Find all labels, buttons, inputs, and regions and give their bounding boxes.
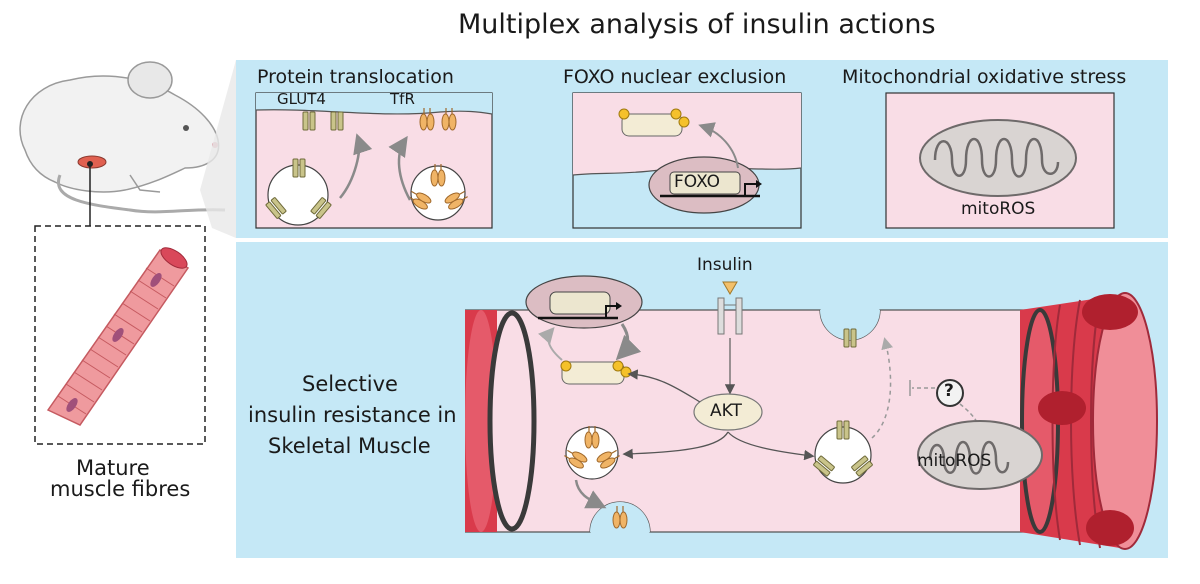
callout-funnel — [200, 60, 236, 238]
insulin-label: Insulin — [697, 255, 753, 275]
muscle-fibre — [46, 247, 190, 426]
selective-label: Selective — [302, 372, 398, 396]
insulin-receptor — [717, 281, 743, 335]
mature-label: Mature — [76, 456, 150, 480]
cell-left-ring — [465, 310, 537, 532]
akt-label: AKT — [710, 401, 742, 421]
panel-title-foxo: FOXO nuclear exclusion — [563, 66, 787, 88]
skeletal-muscle-label: Skeletal Muscle — [268, 434, 431, 458]
panel-title-protein-translocation: Protein translocation — [257, 66, 454, 88]
muscle-fibres-label: muscle fibres — [50, 477, 191, 501]
tfr-label: TfR — [390, 90, 415, 108]
akt-node — [693, 393, 763, 431]
insulin-resistance-label: insulin resistance in — [248, 403, 457, 427]
fibre-dashed-box — [34, 225, 206, 445]
mouse-illustration — [19, 61, 226, 226]
mitoros-main-label: mitoROS — [917, 451, 992, 471]
panel-title-mito: Mitochondrial oxidative stress — [842, 66, 1127, 88]
foxo-box-label: FOXO — [674, 172, 721, 192]
figure-title: Multiplex analysis of insulin actions — [458, 9, 936, 40]
glut4-label: GLUT4 — [277, 90, 326, 108]
cell-right-cylinder — [1020, 292, 1158, 550]
mitoros-top-label: mitoROS — [961, 199, 1036, 219]
question-mark: ? — [944, 381, 954, 401]
